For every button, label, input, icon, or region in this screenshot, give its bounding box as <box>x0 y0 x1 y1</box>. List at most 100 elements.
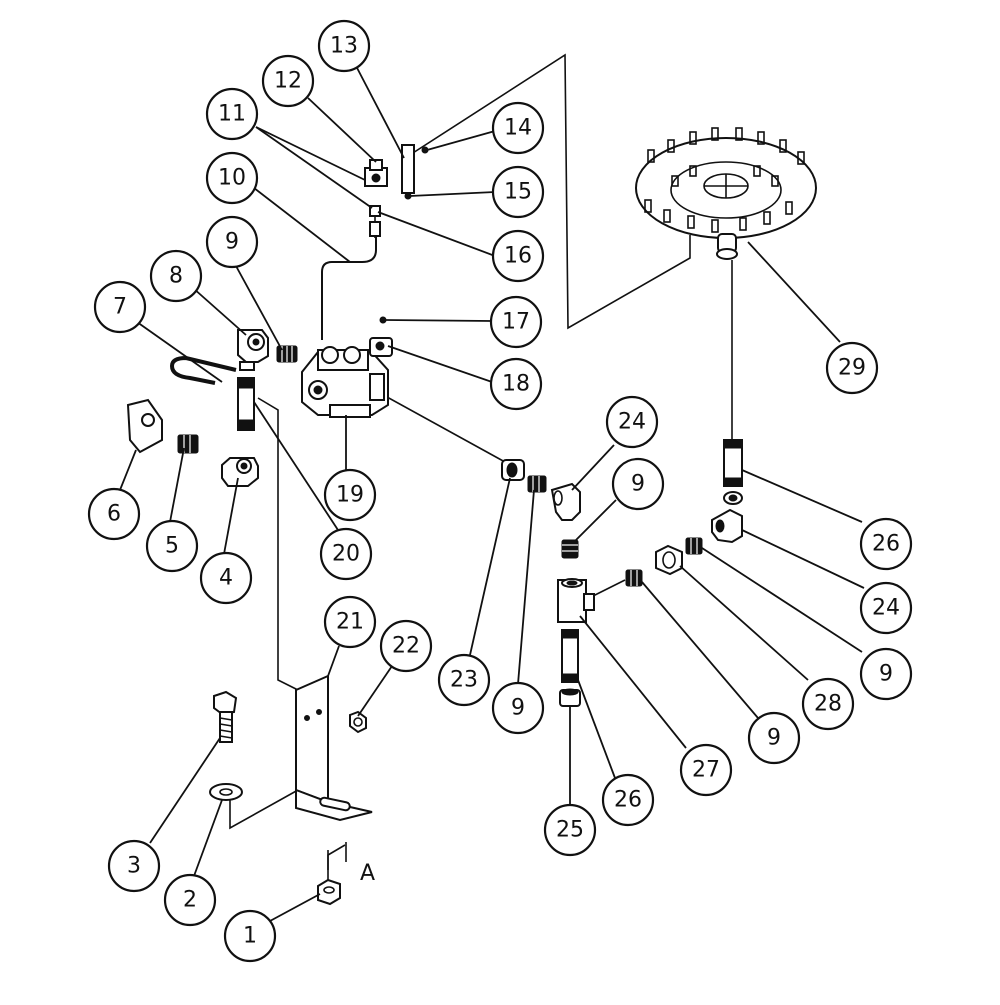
svg-text:15: 15 <box>504 180 532 205</box>
balloon-28: 28 <box>801 677 855 731</box>
balloon-7: 7 <box>93 280 147 334</box>
svg-text:9: 9 <box>631 472 645 497</box>
coupling-part <box>501 459 525 481</box>
balloon-4: 4 <box>199 551 253 605</box>
balloon-21: 21 <box>323 595 377 649</box>
svg-text:9: 9 <box>879 662 893 687</box>
valve-outlet-line <box>377 391 506 463</box>
svg-text:28: 28 <box>814 692 842 717</box>
balloon-29: 29 <box>825 341 879 395</box>
routing-lines <box>229 53 733 880</box>
balloon-2: 2 <box>163 873 217 927</box>
thermocouple-bracket-part <box>364 144 429 237</box>
balloon-26-right: 26 <box>859 517 913 571</box>
balloon-17: 17 <box>489 295 543 349</box>
pilot-adjust-part <box>369 316 393 357</box>
svg-text:26: 26 <box>614 788 642 813</box>
svg-text:1: 1 <box>243 924 257 949</box>
bracket-washer-line <box>229 789 299 830</box>
svg-text:9: 9 <box>767 726 781 751</box>
balloon-20: 20 <box>319 527 373 581</box>
nut-marker-line <box>327 844 346 880</box>
svg-text:4: 4 <box>219 566 233 591</box>
balloon-9-mid-left: 9 <box>491 681 545 735</box>
balloon-9-mid-right: 9 <box>611 457 665 511</box>
svg-text:24: 24 <box>618 410 646 435</box>
balloon-3: 3 <box>107 839 161 893</box>
svg-text:19: 19 <box>336 483 364 508</box>
tee-part <box>557 578 595 623</box>
svg-text:9: 9 <box>225 230 239 255</box>
bolt-part <box>213 690 238 743</box>
balloon-24-upper: 24 <box>605 395 659 449</box>
balloon-23: 23 <box>437 653 491 707</box>
elbow-bottom-part <box>221 457 259 487</box>
svg-text:5: 5 <box>165 534 179 559</box>
zigzag-line <box>401 53 691 330</box>
angle-bracket-part <box>295 674 373 822</box>
balloon-1: 1 <box>223 909 277 963</box>
balloon-8: 8 <box>149 249 203 303</box>
svg-text:27: 27 <box>692 758 720 783</box>
svg-text:2: 2 <box>183 888 197 913</box>
parts: A <box>126 127 817 906</box>
balloon-11: 11 <box>205 87 259 141</box>
balloon-24-right: 24 <box>859 581 913 635</box>
svg-text:22: 22 <box>392 634 420 659</box>
elbow-top-part <box>237 329 269 371</box>
balloon-9-right: 9 <box>859 647 913 701</box>
right-fittings-part <box>625 439 743 587</box>
nut-upper-part <box>349 710 367 734</box>
nipple-vertical-part <box>561 539 579 559</box>
svg-text:21: 21 <box>336 610 364 635</box>
nipple-upper-part <box>276 345 298 363</box>
svg-text:29: 29 <box>838 356 866 381</box>
cap-part <box>559 688 581 707</box>
elbow-mid-part <box>550 482 581 521</box>
svg-text:7: 7 <box>113 295 127 320</box>
balloon-5: 5 <box>145 519 199 573</box>
svg-text:23: 23 <box>450 668 478 693</box>
svg-text:12: 12 <box>274 69 302 94</box>
mounting-bracket-part <box>126 398 163 454</box>
left-routing-line <box>257 397 299 691</box>
nipple-mid-part <box>527 475 547 493</box>
svg-text:13: 13 <box>330 34 358 59</box>
balloon-13: 13 <box>317 19 371 73</box>
balloon-25: 25 <box>543 803 597 857</box>
balloon-26-lower: 26 <box>601 773 655 827</box>
balloon-14: 14 <box>491 101 545 155</box>
balloon-12: 12 <box>261 54 315 108</box>
svg-text:16: 16 <box>504 244 532 269</box>
balloon-15: 15 <box>491 165 545 219</box>
nipple-left-part <box>177 434 199 454</box>
svg-text:14: 14 <box>504 116 532 141</box>
nut-lower-part <box>317 878 341 906</box>
section-marker-letter: A <box>360 861 375 886</box>
vertical-pipe-part <box>237 377 255 431</box>
svg-text:24: 24 <box>872 596 900 621</box>
nipple-lower-part <box>561 629 579 683</box>
svg-text:20: 20 <box>332 542 360 567</box>
section-marker: A <box>327 842 375 886</box>
washer-part <box>209 783 243 801</box>
balloon-16: 16 <box>491 229 545 283</box>
svg-text:9: 9 <box>511 696 525 721</box>
svg-text:26: 26 <box>872 532 900 557</box>
burner-part <box>635 127 817 260</box>
balloon-19: 19 <box>323 468 377 522</box>
pilot-tube-part <box>321 236 377 340</box>
svg-text:3: 3 <box>127 854 141 879</box>
balloon-22: 22 <box>379 619 433 673</box>
svg-text:25: 25 <box>556 818 584 843</box>
svg-text:8: 8 <box>169 264 183 289</box>
svg-text:6: 6 <box>107 502 121 527</box>
svg-text:11: 11 <box>218 102 246 127</box>
balloon-9-lower: 9 <box>747 711 801 765</box>
balloon-10: 10 <box>205 151 259 205</box>
balloon-9-upper: 9 <box>205 215 259 269</box>
svg-text:18: 18 <box>502 372 530 397</box>
balloon-27: 27 <box>679 743 733 797</box>
